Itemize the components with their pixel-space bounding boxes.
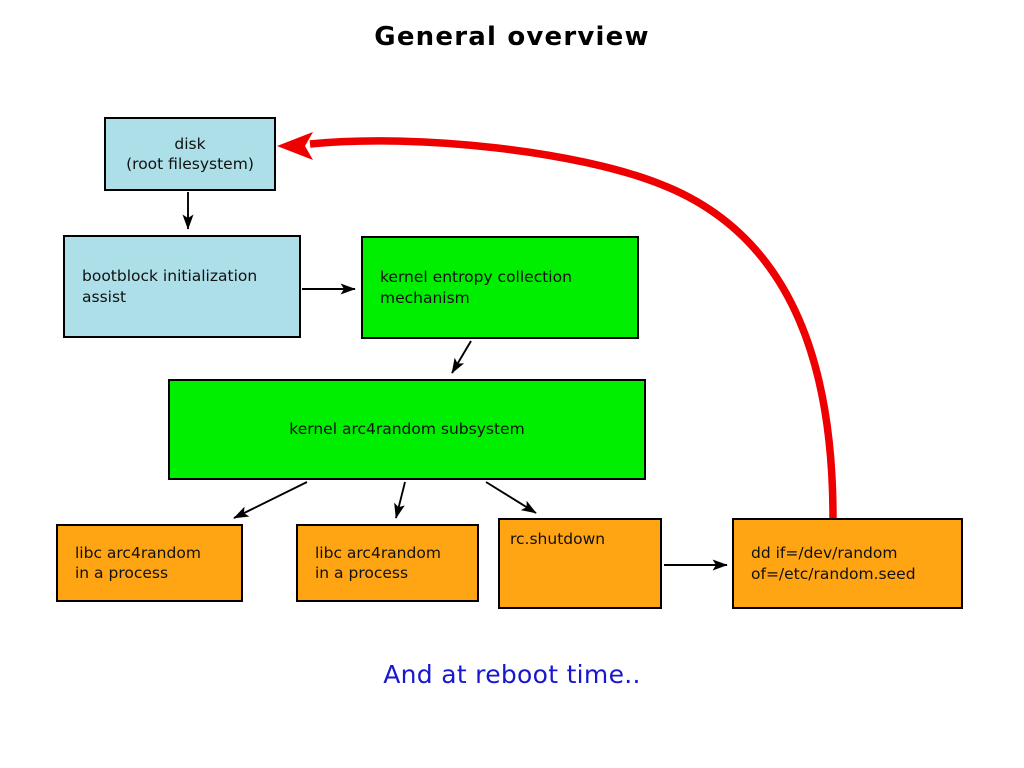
connector-kernel-arc4random-to-libc-2 [394, 481, 406, 519]
node-libc-arc4random-process-1[interactable]: libc arc4random in a process [56, 524, 243, 602]
node-disk[interactable]: disk (root filesystem) [104, 117, 276, 191]
node-kernel-arc4random-label: kernel arc4random subsystem [289, 420, 525, 439]
node-disk-label: disk (root filesystem) [126, 134, 254, 173]
node-libc-arc4random-process-2[interactable]: libc arc4random in a process [296, 524, 479, 602]
node-rc-shutdown[interactable]: rc.shutdown [498, 518, 662, 609]
node-dd-random-seed-label: dd if=/dev/random of=/etc/random.seed [751, 544, 916, 583]
node-bootblock-label: bootblock initialization assist [82, 267, 258, 306]
node-rc-shutdown-label: rc.shutdown [510, 530, 606, 548]
node-kernel-arc4random-subsystem[interactable]: kernel arc4random subsystem [168, 379, 646, 480]
page-title: General overview [374, 22, 650, 52]
connector-kernel-arc4random-to-libc-1 [233, 481, 308, 519]
node-libc-arc4random-1-label: libc arc4random in a process [75, 543, 201, 582]
node-libc-arc4random-2-label: libc arc4random in a process [315, 543, 441, 582]
node-kernel-entropy-collection-mechanism[interactable]: kernel entropy collection mechanism [361, 236, 639, 339]
connector-kernel-entropy-to-kernel-arc4random [451, 340, 472, 374]
reboot-footnote: And at reboot time.. [383, 660, 641, 689]
node-bootblock-initialization-assist[interactable]: bootblock initialization assist [63, 235, 301, 338]
connector-kernel-arc4random-to-rc-shutdown [485, 481, 537, 514]
node-dd-random-seed[interactable]: dd if=/dev/random of=/etc/random.seed [732, 518, 963, 609]
node-kernel-entropy-label: kernel entropy collection mechanism [380, 268, 572, 307]
